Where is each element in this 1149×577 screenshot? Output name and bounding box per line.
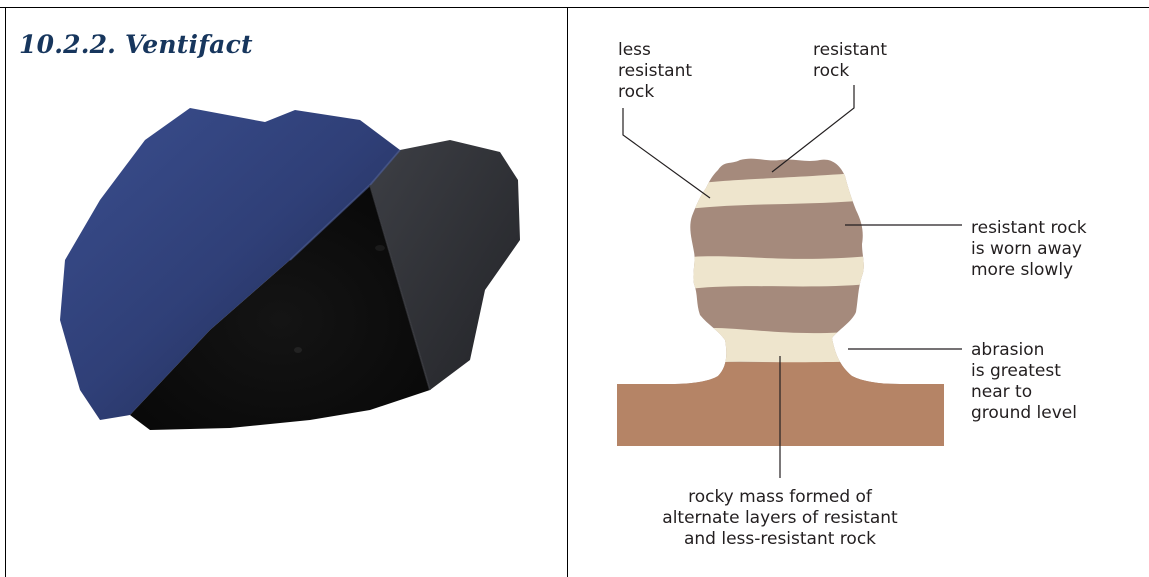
less-resistant-band-2 bbox=[680, 256, 870, 290]
label-less-resistant-rock: less resistant rock bbox=[618, 40, 692, 103]
section-heading: 10.2.2. Ventifact bbox=[19, 30, 253, 59]
table-middle-border bbox=[567, 7, 568, 577]
label-worn-away-slowly: resistant rock is worn away more slowly bbox=[971, 218, 1087, 281]
less-resistant-band-3 bbox=[680, 328, 870, 366]
ventifact-rock-photo bbox=[40, 90, 560, 450]
label-abrasion-greatest: abrasion is greatest near to ground leve… bbox=[971, 340, 1077, 424]
leader-less-resistant bbox=[623, 108, 710, 198]
table-left-border bbox=[5, 7, 6, 577]
label-resistant-rock: resistant rock bbox=[813, 40, 887, 82]
leader-resistant bbox=[772, 85, 854, 172]
label-rocky-mass: rocky mass formed of alternate layers of… bbox=[620, 487, 940, 550]
